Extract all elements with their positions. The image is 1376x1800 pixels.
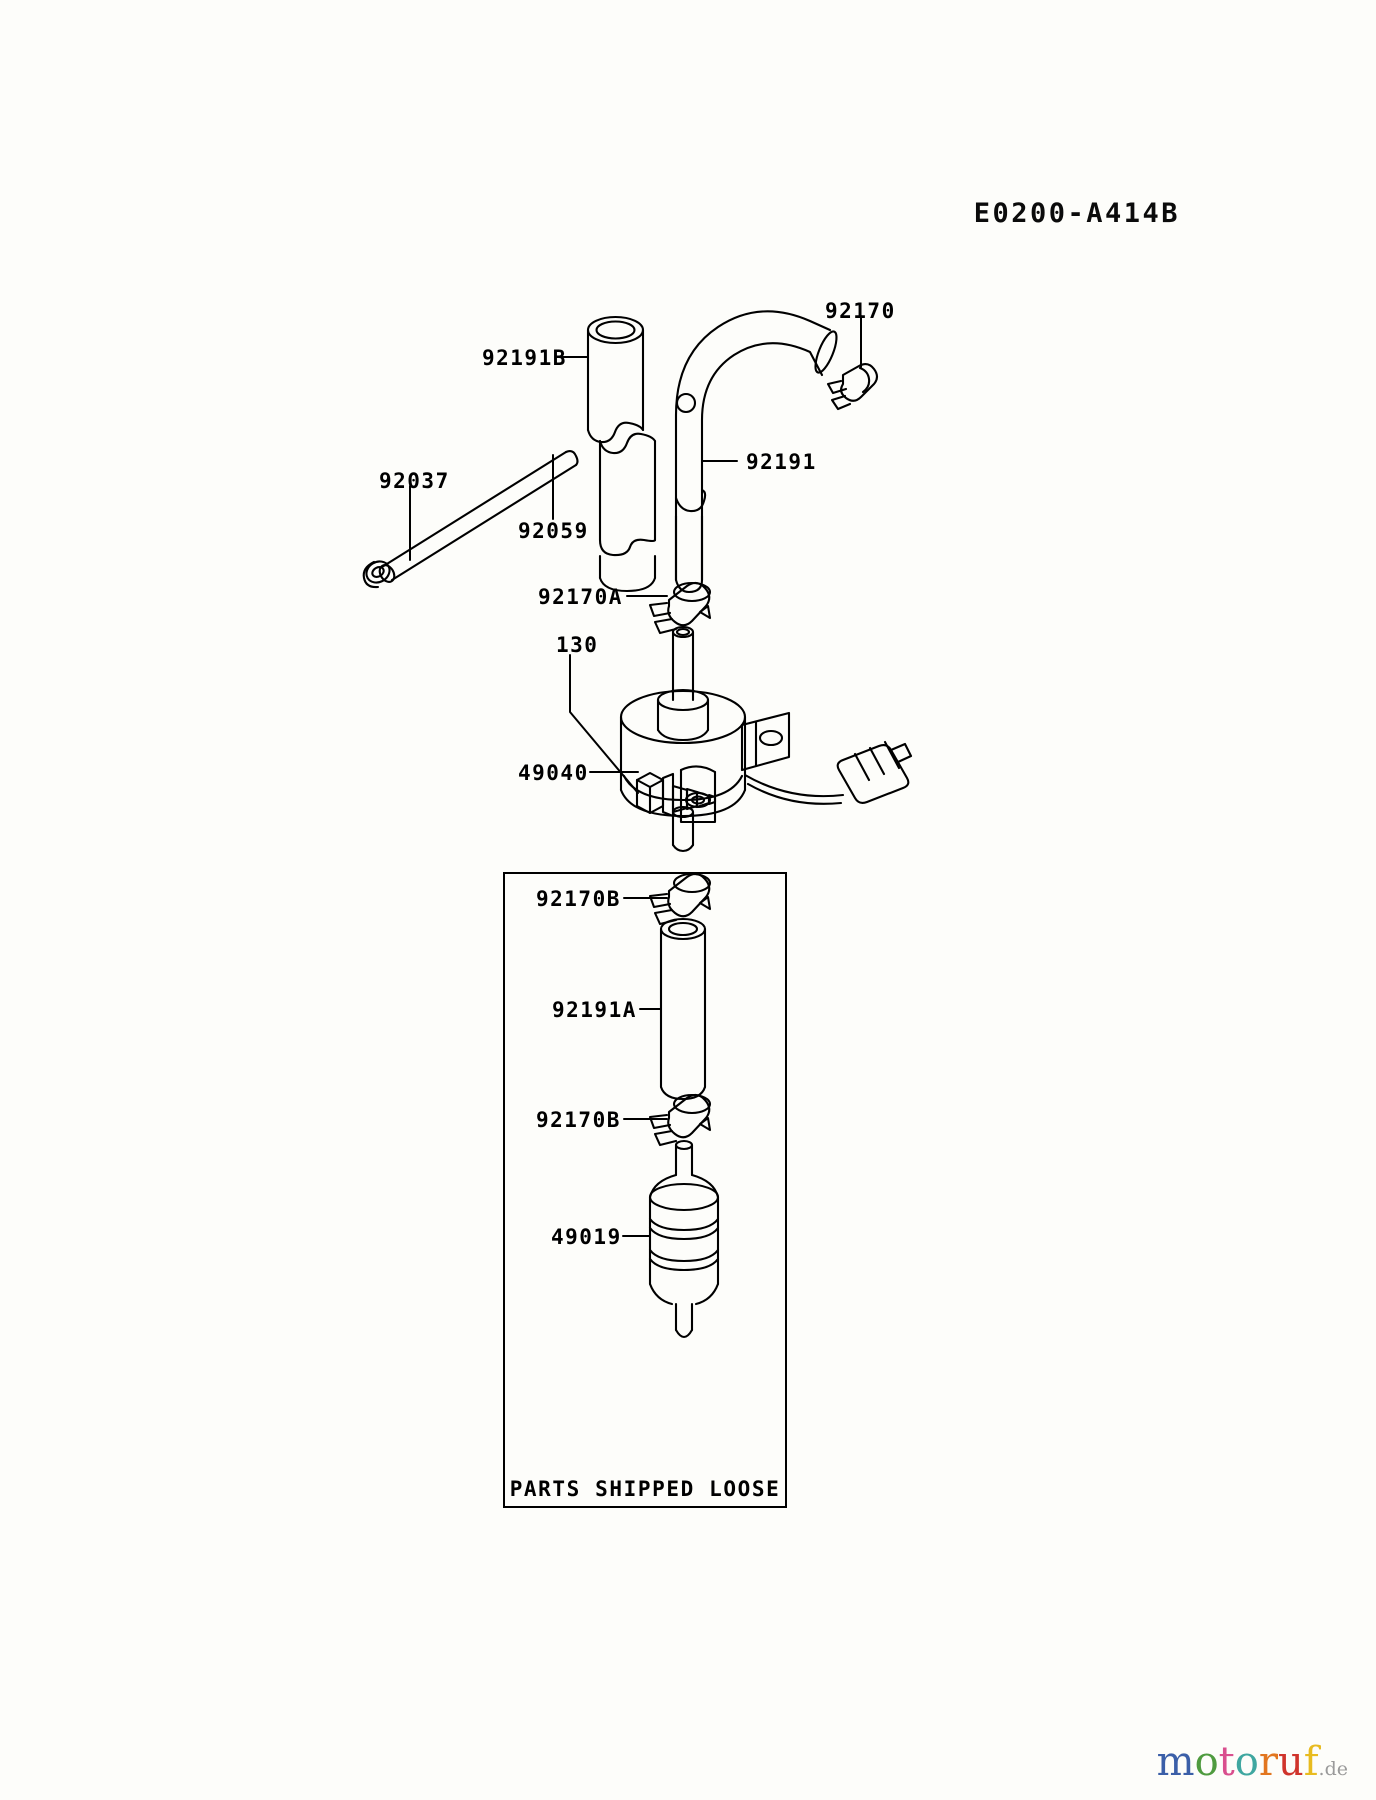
parts-shipped-loose-caption: PARTS SHIPPED LOOSE bbox=[509, 1477, 781, 1501]
label-92170: 92170 bbox=[825, 299, 896, 323]
label-92037: 92037 bbox=[379, 469, 450, 493]
part-92170B-upper-clamp bbox=[648, 872, 712, 926]
part-92170B-lower-clamp bbox=[648, 1093, 712, 1147]
watermark-wordmark: motoruf bbox=[1156, 1739, 1319, 1785]
parts-shipped-loose-box bbox=[503, 872, 787, 1508]
watermark-suffix: .de bbox=[1318, 1758, 1348, 1780]
part-92059-tube bbox=[598, 432, 657, 593]
part-92037-pipe bbox=[362, 450, 579, 589]
motoruf-watermark: motoruf.de bbox=[1157, 1742, 1348, 1782]
label-92170B-lower: 92170B bbox=[536, 1108, 621, 1132]
label-92170A: 92170A bbox=[538, 585, 623, 609]
leader-lines bbox=[409, 315, 862, 1237]
label-92191A: 92191A bbox=[552, 998, 637, 1022]
label-130: 130 bbox=[556, 633, 599, 657]
label-92191B: 92191B bbox=[482, 346, 567, 370]
part-49019-fuel-filter bbox=[648, 1139, 720, 1339]
diagram-code-title: E0200-A414B bbox=[973, 198, 1180, 229]
part-130-bolt bbox=[635, 771, 717, 818]
label-49040: 49040 bbox=[518, 761, 589, 785]
part-92191B-hose bbox=[586, 315, 645, 444]
part-92191-hose bbox=[674, 310, 838, 594]
part-92170-clamp bbox=[826, 363, 879, 411]
label-92059: 92059 bbox=[518, 519, 589, 543]
label-92191: 92191 bbox=[746, 450, 817, 474]
part-92170A-clamp bbox=[648, 581, 712, 635]
label-49019: 49019 bbox=[551, 1225, 622, 1249]
label-92170B-upper: 92170B bbox=[536, 887, 621, 911]
part-49040-fuel-pump bbox=[619, 625, 913, 853]
